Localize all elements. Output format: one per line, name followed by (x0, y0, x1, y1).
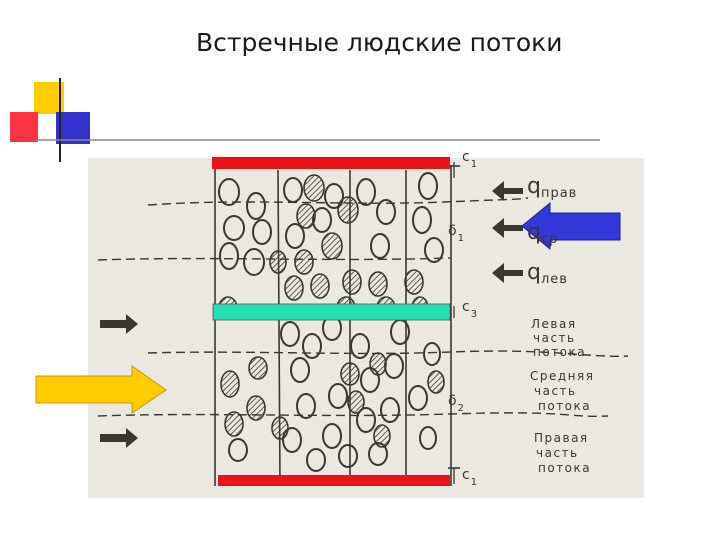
slide-title: Встречные людские потоки (196, 28, 563, 57)
label-c1-bottom: c1 (462, 467, 478, 488)
label-c3-main: c (462, 299, 471, 315)
region-right-line-3: потока (538, 461, 592, 475)
yellow-right-arrow (35, 365, 167, 414)
region-left-line-3: потока (533, 345, 587, 359)
deco-red-square (10, 112, 38, 142)
label-q-left-main: q (527, 260, 541, 285)
right-flow-arrows (492, 181, 523, 283)
label-c3-sub: 3 (470, 309, 479, 320)
label-q-avg-sub: ср (540, 232, 559, 247)
corner-decoration (10, 78, 600, 162)
label-q-right-main: q (527, 174, 541, 199)
region-left-line-1: Левая (531, 317, 577, 331)
region-middle-line-2: часть (534, 384, 577, 398)
label-q-right: qправ (527, 174, 578, 201)
label-c1-bottom-sub: 1 (470, 477, 479, 488)
middle-green-bar (212, 303, 451, 321)
label-c1-top-sub: 1 (470, 159, 479, 170)
label-q-left-sub: лев (540, 272, 568, 287)
region-middle-line-1: Средняя (530, 369, 595, 383)
label-c1-top-main: c (462, 149, 471, 165)
label-q-avg-main: q (527, 220, 541, 245)
label-delta2-sub: 2 (457, 403, 465, 414)
label-delta1-sub: 1 (457, 233, 465, 244)
region-right-line-1: Правая (534, 431, 589, 445)
left-flow-arrows (100, 314, 138, 448)
label-q-avg: qср (527, 220, 559, 247)
label-delta2: δ2 (448, 393, 465, 414)
label-q-right-sub: прав (540, 186, 578, 201)
region-middle-line-3: потока (538, 399, 592, 413)
label-delta2-main: δ (448, 393, 458, 409)
bottom-red-bar (218, 475, 450, 486)
label-c3: c3 (462, 299, 478, 320)
region-left-line-2: часть (533, 331, 576, 345)
blue-left-arrow (521, 201, 621, 251)
deco-blue-square (56, 112, 90, 144)
label-delta1: δ1 (448, 223, 465, 244)
label-c1-bottom-main: c (462, 467, 471, 483)
region-right-line-2: часть (536, 446, 579, 460)
label-delta1-main: δ (448, 223, 458, 239)
top-red-bar (212, 157, 450, 169)
label-c1-top: c1 (462, 149, 478, 170)
label-q-left: qлев (527, 260, 568, 287)
